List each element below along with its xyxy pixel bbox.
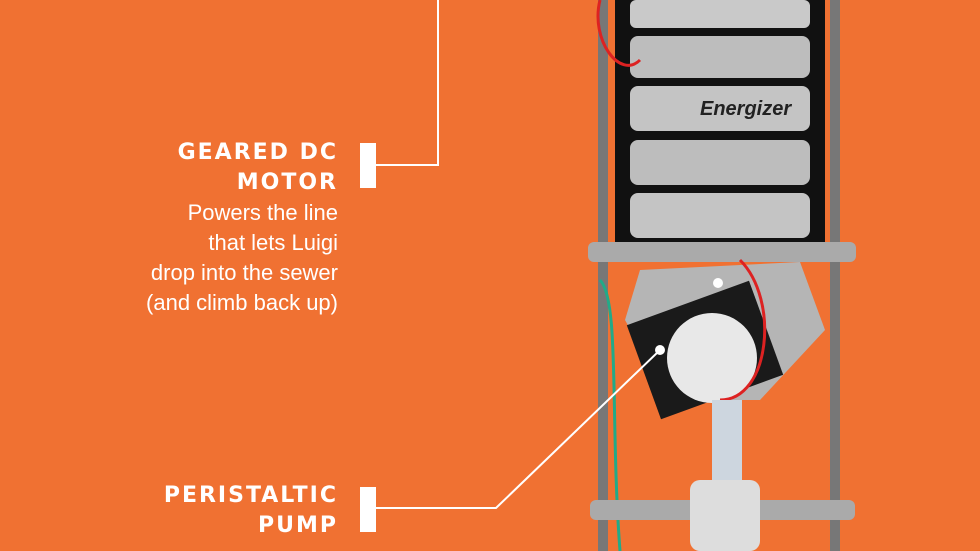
callout-marker (360, 143, 376, 188)
battery-pack: Energizer (615, 0, 825, 245)
callout-title: PERISTALTIC (163, 483, 338, 508)
callout-description: Powers the line (187, 200, 338, 225)
callout-title: MOTOR (236, 170, 338, 195)
callout-description: (and climb back up) (146, 290, 338, 315)
callout-description: that lets Luigi (208, 230, 338, 255)
frame-rods (598, 0, 840, 551)
leader-lines (376, 0, 661, 509)
battery-brand: Energizer (700, 98, 792, 120)
callout-title: PUMP (257, 513, 338, 538)
callout-title: GEARED DC (177, 140, 338, 165)
top-plate (588, 242, 856, 262)
motor-face (667, 313, 757, 403)
pump (690, 480, 760, 551)
callout-description: drop into the sewer (150, 260, 338, 285)
callout-marker (360, 487, 376, 532)
callout-geared-dc-motor: GEARED DC MOTOR Powers the line that let… (146, 138, 338, 318)
callout-peristaltic-pump: PERISTALTIC PUMP (164, 481, 338, 541)
